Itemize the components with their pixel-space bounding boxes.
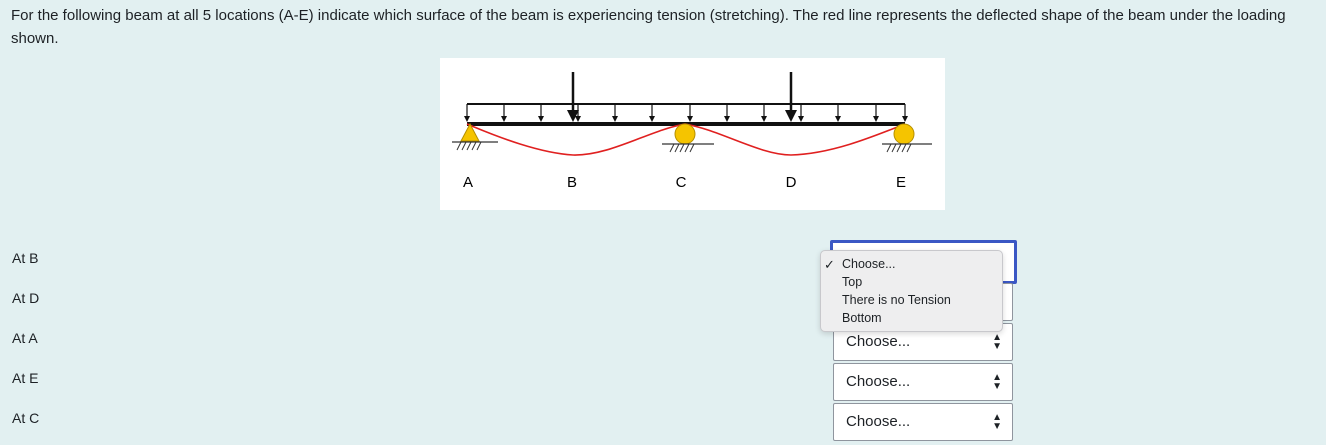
point-label-b: B [567,174,577,191]
pin-support-a [452,122,498,151]
select-at-e[interactable]: Choose... ▲▼ [833,363,1013,401]
point-label-a: A [463,174,473,191]
distributed-load-arrows [464,104,908,122]
select-value: Choose... [846,413,911,430]
dropdown-option-bottom[interactable]: Bottom [842,311,882,325]
question-text: For the following beam at all 5 location… [11,7,1286,47]
up-down-arrows-icon: ▲▼ [992,412,1002,432]
load-arrow-head [501,116,507,122]
select-value: Choose... [846,333,911,350]
point-label-c: C [676,174,687,191]
row-label-a: At A [12,330,38,346]
point-load-d [785,72,797,122]
beam-figure: A B C D E [440,58,945,210]
up-down-arrows-icon: ▲▼ [992,332,1002,352]
select-value: Choose... [846,373,911,390]
load-arrow-head [873,116,879,122]
row-label-c: At C [12,410,40,426]
load-arrow-head [575,116,581,122]
load-arrow-head [612,116,618,122]
load-arrow-head [649,116,655,122]
load-arrow-head [761,116,767,122]
point-label-d: D [786,174,797,191]
dropdown-menu: ✓ Choose... Top There is no Tension Bott… [820,250,1003,332]
roller-support-e [882,123,932,153]
up-down-arrows-icon: ▲▼ [992,372,1002,392]
point-load-b [567,72,579,122]
check-icon: ✓ [824,257,835,272]
roller-support-c [662,123,714,153]
load-arrow-head [538,116,544,122]
load-arrow-head [464,116,470,122]
row-label-e: At E [12,370,39,386]
dropdown-option-choose[interactable]: Choose... [842,257,896,271]
dropdown-option-top[interactable]: Top [842,275,863,289]
select-at-c[interactable]: Choose... ▲▼ [833,403,1013,441]
load-arrow-head [902,116,908,122]
load-arrow-head [798,116,804,122]
load-arrow-head [724,116,730,122]
row-label-b: At B [12,250,39,266]
dropdown-option-no-tension[interactable]: There is no Tension [842,293,951,307]
point-label-e: E [896,174,906,191]
load-arrow-head [687,116,693,122]
load-arrow-head [835,116,841,122]
row-label-d: At D [12,290,40,306]
